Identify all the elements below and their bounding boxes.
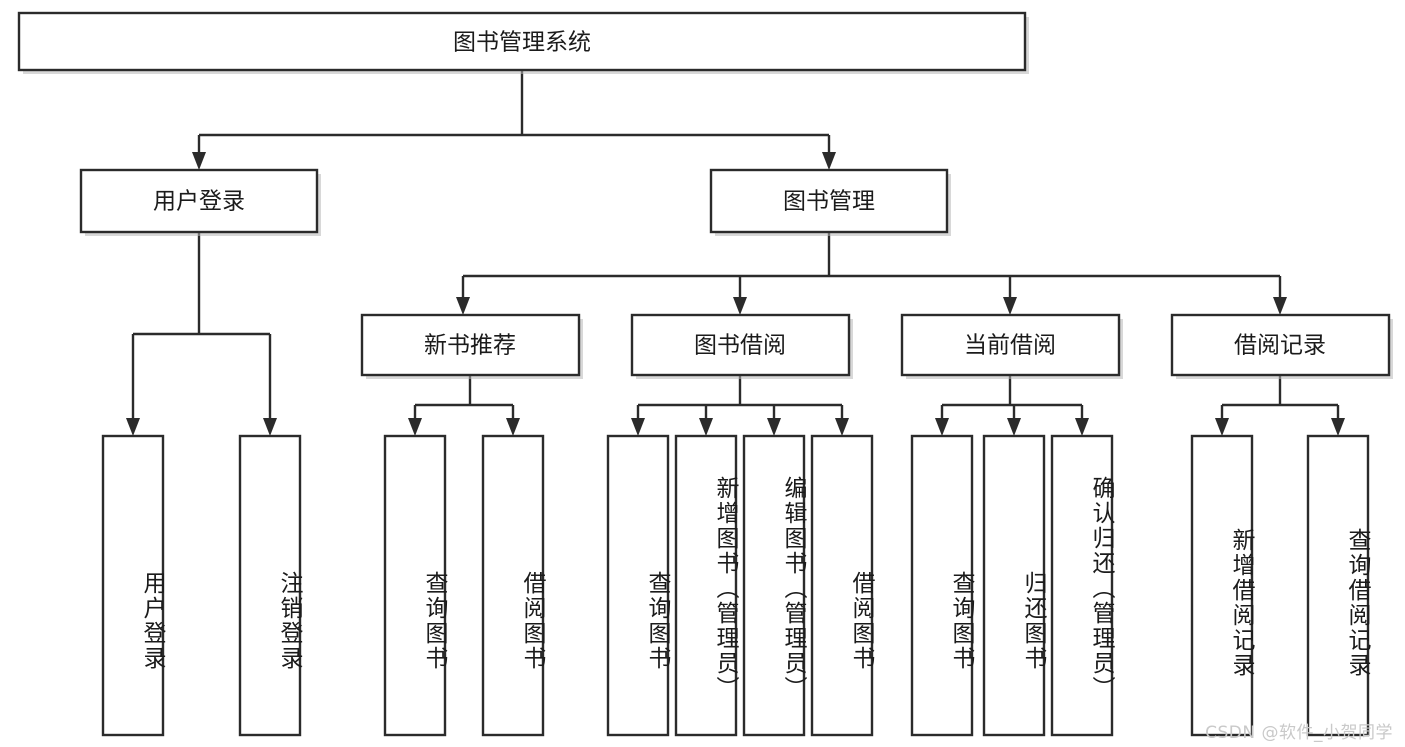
- leaf-box-user-login[interactable]: [101, 434, 165, 737]
- leaf-box-nb-query-book[interactable]: [383, 434, 447, 737]
- node-book-borrow[interactable]: 图书借阅: [630, 313, 853, 379]
- leaf-box-bb-edit-book[interactable]: [742, 434, 806, 737]
- node-user-login[interactable]: 用户登录: [79, 168, 321, 236]
- leaf-box-cb-query-book[interactable]: [910, 434, 974, 737]
- arrowhead-leaf-user-login: [126, 418, 140, 436]
- leaf-box-br-add-record[interactable]: [1190, 434, 1254, 737]
- arrowhead-new-book: [456, 297, 470, 315]
- edge-group-root: [192, 70, 836, 170]
- arrowhead-current-borrow: [1003, 297, 1017, 315]
- leaf-box-bb-add-book[interactable]: [674, 434, 738, 737]
- arrowhead-bb-leaf-2: [699, 418, 713, 436]
- edge-group-user-login: [126, 232, 277, 436]
- leaf-box-bb-borrow-book[interactable]: [810, 434, 874, 737]
- arrowhead-cb-leaf-1: [935, 418, 949, 436]
- leaf-box-nb-borrow-book[interactable]: [481, 434, 545, 737]
- node-root-label: 图书管理系统: [453, 30, 591, 56]
- node-current-borrow[interactable]: 当前借阅: [900, 313, 1123, 379]
- arrowhead-borrow-record: [1273, 297, 1287, 315]
- node-user-login-label: 用户登录: [153, 189, 245, 215]
- arrowhead-br-leaf-2: [1331, 418, 1345, 436]
- leaf-box-logout[interactable]: [238, 434, 302, 737]
- arrowhead-borrow: [733, 297, 747, 315]
- node-current-borrow-label: 当前借阅: [964, 333, 1056, 359]
- arrowhead-nb-leaf-2: [506, 418, 520, 436]
- arrowhead-leaf-logout: [263, 418, 277, 436]
- edge-group-book-mgmt: [456, 232, 1287, 315]
- edge-group-borrow-record: [1215, 375, 1345, 436]
- arrowhead-nb-leaf-1: [408, 418, 422, 436]
- arrowhead-cb-leaf-2: [1007, 418, 1021, 436]
- edge-group-book-borrow: [631, 375, 849, 436]
- arrowhead-bb-leaf-1: [631, 418, 645, 436]
- node-book-borrow-label: 图书借阅: [694, 333, 786, 359]
- arrowhead-bb-leaf-4: [835, 418, 849, 436]
- node-borrow-record[interactable]: 借阅记录: [1170, 313, 1393, 379]
- node-book-management-label: 图书管理: [783, 189, 875, 215]
- leaf-box-cb-return-book[interactable]: [982, 434, 1046, 737]
- arrowhead-bb-leaf-3: [767, 418, 781, 436]
- node-borrow-record-label: 借阅记录: [1234, 333, 1326, 359]
- node-new-book-recommend-label: 新书推荐: [424, 333, 516, 359]
- node-book-management[interactable]: 图书管理: [709, 168, 951, 236]
- node-new-book-recommend[interactable]: 新书推荐: [360, 313, 583, 379]
- arrowhead-user-login: [192, 152, 206, 170]
- arrowhead-book-mgmt: [822, 152, 836, 170]
- leaf-boxes: [101, 434, 1370, 737]
- edge-group-current-borrow: [935, 375, 1089, 436]
- csdn-watermark: CSDN @软件_小贺同学: [1205, 723, 1393, 743]
- edge-group-new-book: [408, 375, 520, 436]
- arrowhead-br-leaf-1: [1215, 418, 1229, 436]
- leaf-box-bb-query-book[interactable]: [606, 434, 670, 737]
- node-root[interactable]: 图书管理系统: [17, 11, 1029, 74]
- arrowhead-cb-leaf-3: [1075, 418, 1089, 436]
- leaf-box-cb-confirm-return[interactable]: [1050, 434, 1114, 737]
- leaf-box-br-query-record[interactable]: [1306, 434, 1370, 737]
